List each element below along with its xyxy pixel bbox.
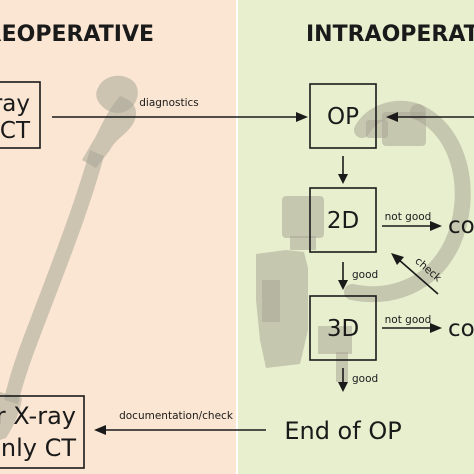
label-3d: 3D [327,316,359,342]
xray-bottom-line2: only CT [0,434,76,462]
end-of-op-label: End of OP [284,417,401,445]
correction-3d-label: correction [448,316,474,342]
good-2-label: good [352,373,378,385]
xray-only-ct-box [0,395,85,469]
xray-top-line2: CT [0,118,31,144]
check-arrow [397,258,439,295]
xray-ct-box [0,81,41,149]
diagnostics-label: diagnostics [139,97,199,109]
not-good-2d-label: not good [385,211,432,223]
diagnostics-arrow-head [296,112,308,122]
box-3d [309,295,377,361]
preoperative-title: PREOPERATIVE [0,22,154,47]
box-2d [309,187,377,253]
not-good-3d-label: not good [385,314,432,326]
good-2d-to-3d-arrow-head [338,280,348,290]
loop-back-arrow-head [386,112,398,122]
documentation-label: documentation/check [119,410,234,422]
not-good-2d-arrow-head [430,221,442,231]
op-box [309,83,377,149]
intraoperative-panel [238,0,474,474]
op-to-2d-arrow-head [338,174,348,184]
correction-2d-label: correction [448,213,474,239]
xray-bottom-line1: or X-ray [0,402,76,430]
xray-top-line1: X-ray [0,91,30,117]
label-2d: 2D [327,208,359,234]
not-good-3d-arrow-head [430,323,442,333]
good-1-label: good [352,269,378,281]
intraoperative-title: INTRAOPERATIVE [306,22,474,47]
panel-divider [236,0,238,474]
documentation-arrow-head [94,425,106,435]
femur-silhouette [0,75,138,440]
good-3d-to-end-arrow-head [338,382,348,392]
c-arm-silhouette [256,100,471,382]
op-label: OP [327,104,359,130]
check-arrow-head [391,253,404,265]
